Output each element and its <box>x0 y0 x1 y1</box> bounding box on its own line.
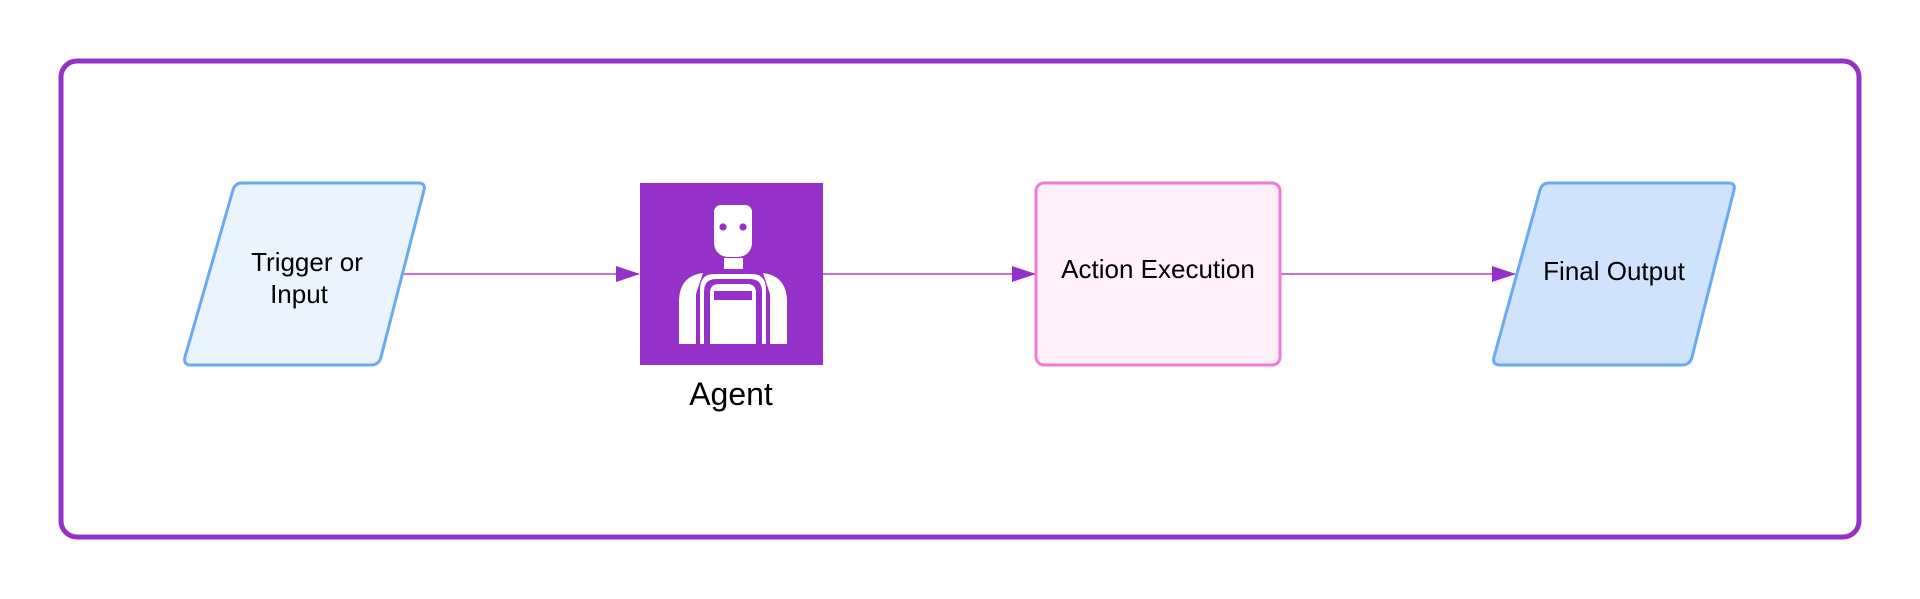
robot-icon <box>679 205 787 344</box>
trigger-input-label: Trigger or <box>251 247 363 277</box>
agent-caption: Agent <box>689 376 773 412</box>
trigger-input-label-line2: Input <box>270 279 329 309</box>
agent-node: Agent <box>640 183 823 412</box>
final-output-label: Final Output <box>1543 256 1685 286</box>
action-execution-label: Action Execution <box>1061 254 1255 284</box>
diagram-container <box>58 58 1862 540</box>
trigger-input-node: Trigger or Input <box>183 181 426 367</box>
action-execution-node: Action Execution <box>1034 181 1282 367</box>
final-output-node: Final Output <box>1492 181 1736 367</box>
